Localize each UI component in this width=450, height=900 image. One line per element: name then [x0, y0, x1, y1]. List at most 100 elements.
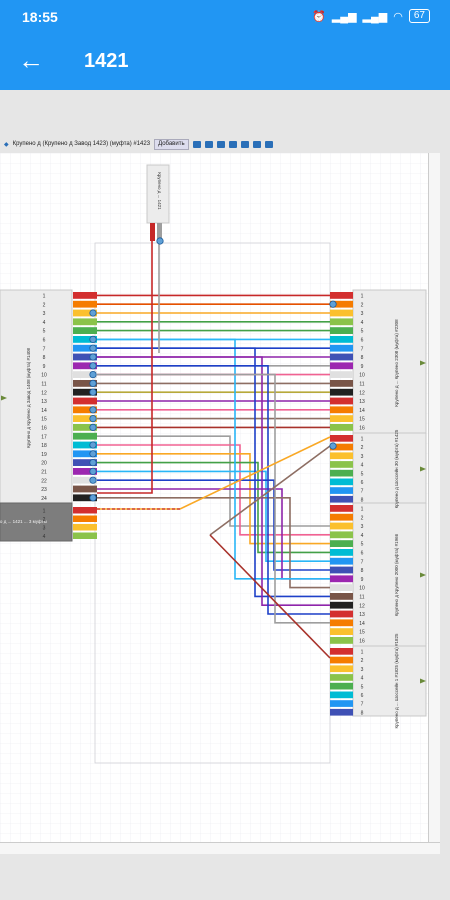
right-4-port-number: 4 — [361, 676, 364, 682]
breadcrumb[interactable]: Крупено д (Крупено д Завод 1423) (муфта)… — [12, 141, 151, 147]
right-3-fiber — [330, 566, 353, 574]
wire-layer — [97, 241, 331, 659]
diagram-toolbar: ◆ Крупено д (Крупено д Завод 1423) (муфт… — [4, 137, 424, 151]
back-arrow-icon[interactable]: ← — [18, 45, 44, 75]
list-icon[interactable] — [216, 140, 225, 148]
right-4-fiber — [330, 700, 353, 707]
left-2-port-number: 4 — [43, 534, 46, 540]
left-2-fiber — [73, 524, 97, 531]
splice-diagram: Крупено д Крупено д Завод 1408 (муфта) #… — [0, 153, 428, 853]
right-1-port-number: 3 — [361, 311, 364, 317]
left-2-fiber — [73, 532, 97, 539]
wire-diverge-18 — [97, 444, 330, 536]
label-layer: Крупено д Крупено д Завод 1408 (муфта) #… — [0, 172, 399, 728]
right-1-fiber — [330, 300, 353, 308]
left-1-fiber — [73, 371, 97, 378]
right-2-fiber — [330, 478, 353, 486]
right-3-port-number: 3 — [361, 524, 364, 530]
splice-marker — [89, 414, 97, 423]
splice-marker — [89, 379, 97, 387]
splice-marker — [89, 388, 97, 396]
left-port-number: 21 — [41, 470, 47, 476]
right-3-fiber — [330, 549, 353, 556]
right-2-port-number: 7 — [361, 489, 364, 495]
image-icon[interactable] — [252, 140, 261, 148]
right-4-port-number: 5 — [361, 684, 364, 690]
vertical-scrollbar[interactable] — [428, 153, 440, 853]
right-3-arrow-icon — [420, 572, 426, 578]
right-3-port-number: 12 — [359, 603, 365, 609]
right-3-port-number: 13 — [359, 612, 365, 618]
right-4-fiber — [330, 674, 353, 681]
left-1-fiber — [73, 309, 97, 317]
right-3-port-number: 1 — [361, 507, 364, 513]
marker-layer — [1, 237, 426, 684]
right-2-port-number: 2 — [361, 445, 364, 451]
left-port-number: 1 — [43, 294, 46, 300]
left-1-fiber — [73, 441, 97, 449]
settings-icon[interactable] — [192, 140, 201, 148]
right-4-port-number: 7 — [361, 702, 364, 708]
right-1-fiber — [330, 344, 353, 352]
right-4-port-number: 2 — [361, 658, 364, 664]
right-2-fiber — [330, 469, 353, 477]
right-1-port-number: 8 — [361, 355, 364, 361]
splice-marker — [89, 371, 97, 379]
splice-marker — [89, 353, 97, 361]
top-box-label: Крупено д ... 1421 — [157, 172, 162, 210]
export-icon[interactable] — [264, 140, 273, 148]
right-3-fiber — [330, 522, 353, 530]
info-icon — [156, 237, 164, 245]
left-1-fiber — [73, 353, 97, 361]
right-1-fiber — [330, 424, 353, 431]
right-1-port-number: 7 — [361, 346, 364, 352]
right-box-3-label: Крупено д Крупено 2000 (муфта) #1966 — [394, 533, 399, 616]
left-port-number: 20 — [41, 461, 47, 467]
right-1-port-number: 10 — [359, 373, 365, 379]
wire-cross-darkred — [209, 534, 331, 659]
right-4-port-number: 1 — [361, 650, 364, 656]
right-2-fiber — [330, 452, 353, 460]
left-1-fiber — [73, 318, 97, 326]
right-2-port-number: 3 — [361, 454, 364, 460]
right-3-port-number: 5 — [361, 542, 364, 548]
add-button[interactable]: Добавить — [154, 138, 189, 150]
right-3-fiber — [330, 637, 353, 644]
page-title: 1421 — [84, 50, 129, 72]
status-time: 18:55 — [22, 9, 58, 25]
left-1-fiber — [73, 415, 97, 422]
horizontal-scrollbar[interactable] — [0, 842, 440, 854]
left-1-fiber — [73, 344, 97, 352]
right-1-fiber — [330, 292, 353, 299]
left-1-fiber — [73, 485, 97, 493]
left-port-number: 23 — [41, 487, 47, 493]
right-2-port-number: 8 — [361, 497, 364, 503]
right-2-fiber — [330, 443, 353, 451]
enclosure-outline — [94, 242, 331, 764]
splice-marker — [89, 467, 97, 475]
left-port-number: 11 — [41, 382, 46, 388]
left-1-fiber — [73, 424, 97, 431]
right-box-1 — [352, 289, 427, 434]
right-3-fiber — [330, 540, 353, 547]
right-3-fiber — [330, 593, 353, 600]
right-3-port-number: 11 — [359, 595, 364, 601]
print-icon[interactable] — [228, 140, 237, 148]
right-1-fiber — [330, 318, 353, 326]
left-port-number: 15 — [41, 417, 47, 423]
right-1-port-number: 11 — [359, 382, 364, 388]
printer-icon[interactable] — [240, 140, 249, 148]
right-1-fiber — [330, 415, 353, 422]
left-port-number: 24 — [41, 496, 47, 502]
splice-marker — [89, 309, 97, 317]
left-port-number: 6 — [43, 338, 46, 344]
wire-fan-1 — [97, 338, 330, 580]
wire-fan-4 — [97, 365, 330, 615]
left-port-number: 16 — [41, 426, 47, 432]
box-layer — [0, 164, 427, 717]
left-1-fiber — [73, 300, 97, 308]
right-1-arrow-icon — [420, 360, 426, 366]
edit-icon[interactable] — [204, 140, 213, 148]
right-3-fiber — [330, 584, 353, 591]
right-1-port-number: 6 — [361, 338, 364, 344]
